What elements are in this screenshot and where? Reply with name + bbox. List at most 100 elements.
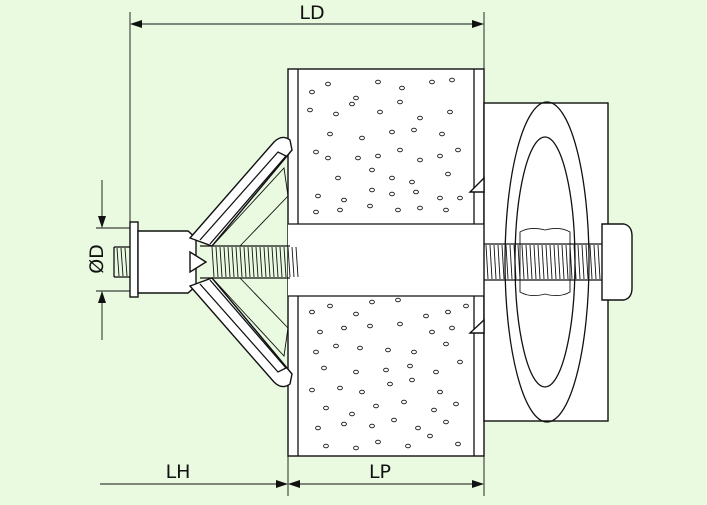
thread-line [223, 246, 227, 278]
dimension-lh: LH [100, 461, 288, 488]
wall-pore [323, 443, 329, 449]
wall-pore [417, 157, 423, 163]
wall-pore [429, 329, 435, 335]
plate-tooth-top [468, 176, 485, 193]
wall-pore [397, 321, 403, 327]
wall-pore [391, 417, 397, 423]
thread-line [291, 246, 295, 278]
wall-pore [321, 365, 327, 371]
wall-pore [453, 401, 459, 407]
wall-pore [327, 303, 333, 309]
thread-line [485, 244, 489, 280]
wall-pore [359, 135, 365, 141]
wall-pore [349, 101, 355, 107]
wall-pore [355, 155, 361, 161]
wall-pore [367, 203, 373, 209]
wall-pore [333, 343, 339, 349]
screw-threads [116, 244, 601, 280]
wall-pore [359, 389, 365, 395]
wall-pore [335, 175, 341, 181]
thread-line [211, 246, 215, 278]
thread-line [235, 246, 239, 278]
wall-pore [407, 363, 413, 369]
thread-line [553, 244, 557, 280]
dimension-ld: LD [129, 2, 485, 222]
thread-line [589, 244, 593, 280]
thread-line [116, 247, 120, 277]
wall-pore [325, 155, 331, 161]
thread-line [501, 244, 505, 280]
wall-pore [307, 107, 313, 113]
wall-porous-texture [307, 77, 469, 451]
lh-label: LH [166, 461, 191, 483]
wall-pore [445, 171, 451, 177]
thread-line [573, 244, 577, 280]
wall-pore [395, 297, 401, 303]
thread-line [263, 246, 267, 278]
wall-pore [383, 367, 389, 373]
wall-pore [327, 131, 333, 137]
wall-pore [445, 309, 451, 315]
wall-pore [397, 147, 403, 153]
collar-flange [129, 221, 139, 298]
wall-pore [411, 349, 417, 355]
thread-line [505, 244, 509, 280]
wall-pore [409, 377, 415, 383]
thread-line [549, 244, 553, 280]
thread-line [581, 244, 585, 280]
wall-pore [313, 149, 319, 155]
wall-pore [443, 419, 449, 425]
wall-pore [455, 441, 461, 447]
wall-pore [369, 423, 375, 429]
thread-line [497, 244, 501, 280]
wall-pore [409, 179, 415, 185]
plate-center-hub [519, 227, 571, 297]
wall-pore [457, 359, 463, 365]
thread-line [541, 244, 545, 280]
dimension-od: ØD [86, 180, 130, 340]
wall-pore [333, 111, 339, 117]
plate-tooth-bottom [468, 318, 485, 334]
wall-pore [447, 109, 453, 115]
thread-line [521, 244, 525, 280]
thread-line [565, 244, 569, 280]
wall-pore [369, 167, 375, 173]
wall-pore [395, 207, 401, 213]
wall-pore [397, 99, 403, 105]
thread-line [537, 244, 541, 280]
thread-line [283, 246, 287, 278]
lp-label: LP [369, 461, 391, 483]
wall-pore [389, 175, 395, 181]
wall-pore [463, 303, 469, 309]
wing-upper-inner [199, 151, 288, 245]
wall-pore [437, 153, 443, 159]
thread-line [557, 244, 561, 280]
screw-shaft [113, 243, 602, 281]
wall-pore [353, 445, 359, 451]
thread-line [513, 244, 517, 280]
wall-pore [341, 325, 347, 331]
ld-label: LD [299, 2, 324, 24]
wall-pore [353, 311, 359, 317]
wall-pore [337, 385, 343, 391]
wall-pore [417, 115, 423, 121]
wall-pore [375, 439, 381, 445]
thread-line [577, 244, 581, 280]
wall-pore [337, 207, 343, 213]
wall-pore [369, 299, 375, 305]
wall-pore [375, 79, 381, 85]
wall-pore [389, 129, 395, 135]
wall-pore [367, 323, 373, 329]
wall-pore [389, 191, 395, 197]
thread-line [227, 246, 231, 278]
drill-hole [288, 224, 484, 296]
wall-pore [309, 89, 315, 95]
plate-rim-outer [504, 101, 590, 423]
thread-line [593, 244, 597, 280]
wall-pore [399, 85, 405, 91]
thread-line [255, 246, 259, 278]
thread-line [561, 244, 565, 280]
wall-pore [309, 387, 315, 393]
wall-pore [377, 109, 383, 115]
